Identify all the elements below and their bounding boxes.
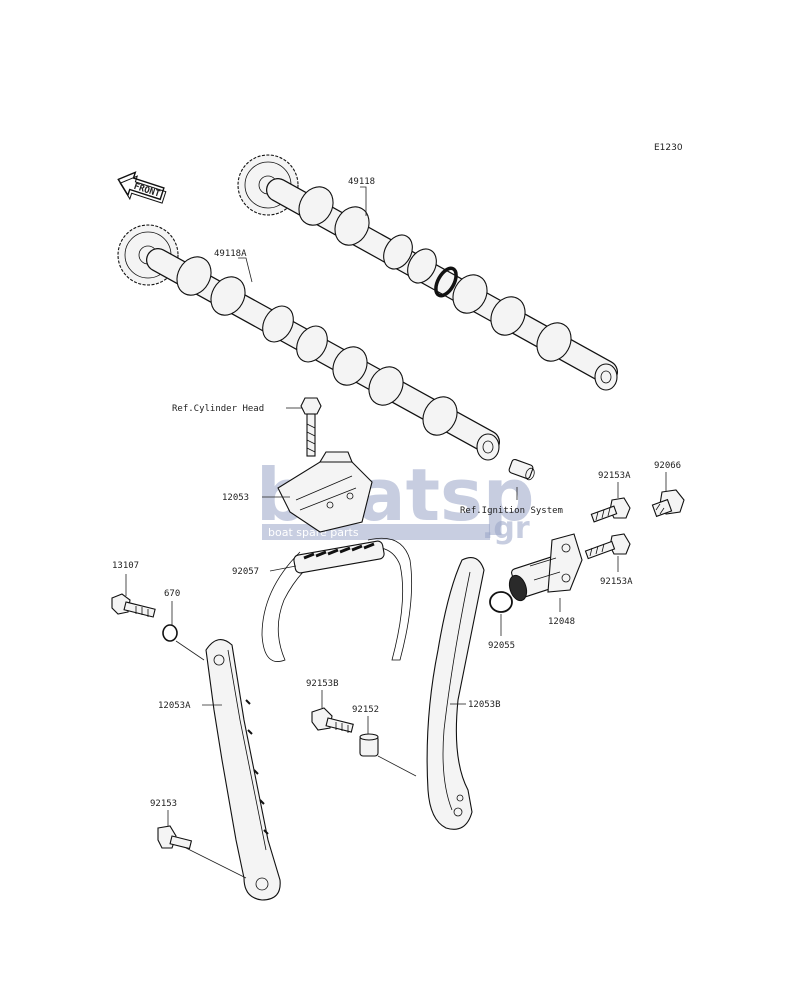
labels: E1230 49118 49118A Ref.Cylinder Head 120…	[112, 143, 683, 809]
cam-lobes-upper	[298, 186, 572, 362]
bolt-92153a-top	[590, 497, 631, 523]
label-670[interactable]: 670	[164, 589, 180, 599]
chain-tensioner[interactable]	[506, 533, 583, 603]
label-12053[interactable]: 12053	[222, 493, 249, 503]
collar-92152	[359, 733, 379, 757]
o-ring-670	[162, 624, 178, 642]
label-92153[interactable]: 92153	[150, 799, 177, 809]
watermark-domain: .gr	[482, 511, 530, 546]
chain-links	[293, 540, 385, 574]
label-92057[interactable]: 92057	[232, 567, 259, 577]
label-92153a-bottom[interactable]: 92153A	[600, 577, 633, 587]
chain-guide-b[interactable]	[426, 557, 485, 830]
bolt-92153b	[311, 707, 354, 733]
cam-chain[interactable]	[261, 537, 413, 662]
cap-bolt-92066	[651, 489, 685, 518]
bolt-13107	[111, 593, 156, 618]
chain-guide-a[interactable]	[205, 639, 281, 901]
label-12053b[interactable]: 12053B	[468, 700, 501, 710]
bolt-92153	[157, 825, 193, 850]
ref-cylinder-head[interactable]: Ref.Cylinder Head	[172, 404, 264, 414]
label-49118[interactable]: 49118	[348, 177, 375, 187]
label-92152[interactable]: 92152	[352, 705, 379, 715]
cylinder-head-bolt	[300, 397, 322, 457]
label-12048[interactable]: 12048	[548, 617, 575, 627]
leader-lines	[125, 186, 667, 879]
watermark-tagline: boat spare parts	[268, 526, 359, 539]
ref-ignition-system[interactable]: Ref.Ignition System	[460, 506, 563, 516]
cam-lobes-lower	[176, 256, 458, 436]
camshaft-intake[interactable]	[117, 224, 500, 461]
sensor-plug	[508, 458, 535, 481]
camshaft-exhaust[interactable]	[237, 154, 618, 391]
bolt-92153a-bottom	[584, 533, 631, 560]
label-92066[interactable]: 92066	[654, 461, 681, 471]
label-92153a-top[interactable]: 92153A	[598, 471, 631, 481]
o-ring-92055	[489, 591, 513, 613]
front-arrow-icon: FRONT	[117, 171, 167, 204]
chain-guide-upper[interactable]	[277, 451, 373, 533]
diagram-code: E1230	[654, 143, 683, 153]
label-92153b[interactable]: 92153B	[306, 679, 339, 689]
journal-ring	[434, 266, 458, 298]
label-49118a[interactable]: 49118A	[214, 249, 247, 259]
label-92055[interactable]: 92055	[488, 641, 515, 651]
label-13107[interactable]: 13107	[112, 561, 139, 571]
label-12053a[interactable]: 12053A	[158, 701, 191, 711]
